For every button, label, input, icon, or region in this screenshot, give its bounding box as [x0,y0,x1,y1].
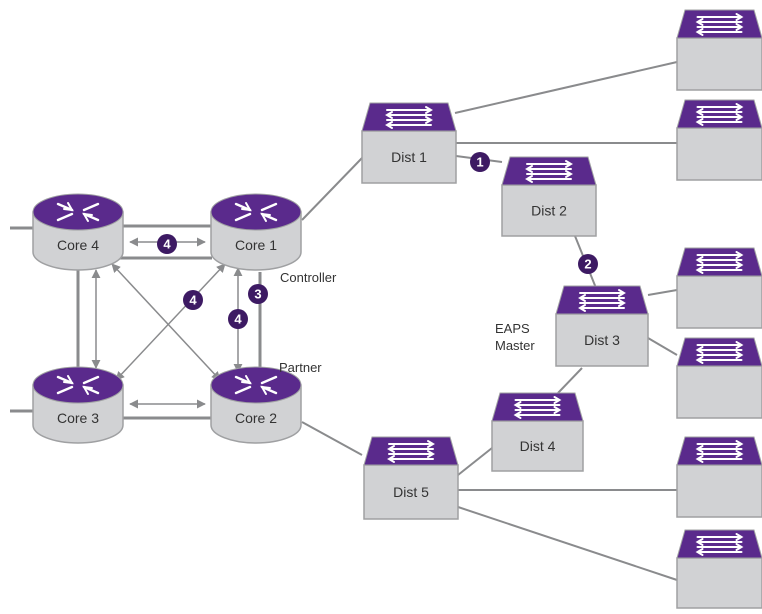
access-switch-access4[interactable] [676,337,762,419]
router-label: Core 3 [57,410,99,426]
router-icon [234,375,278,395]
router-icon [234,202,278,222]
badge-number: 4 [163,237,171,252]
badge-number: 3 [254,287,261,302]
link-core2-dist5 [301,421,363,456]
access-switch-access2[interactable] [676,99,762,181]
eaps-master-label-line1: EAPS [495,321,530,336]
routers: Core 4 Core 1 Core 3 Core 2 [32,193,302,444]
annotations: Controller Partner EAPS Master [279,270,535,375]
router-label: Core 2 [235,410,277,426]
switch-label: Dist 3 [584,332,620,348]
switch-icon [525,160,573,183]
switch-icon [695,440,744,463]
link-dist3-dist4 [557,367,583,394]
badge-b4c: 4 [228,309,248,329]
access-switch-access5[interactable] [676,436,762,518]
arrow-core1-core3 [115,263,226,381]
router-icon [56,375,100,395]
router-core2[interactable]: Core 2 [210,366,302,444]
partner-label: Partner [279,360,322,375]
switch-dist5[interactable]: Dist 5 [363,436,459,520]
arrow-core4-core2 [111,263,221,381]
switch-icon [578,289,626,312]
switch-label: Dist 2 [531,203,567,219]
badge-b3: 3 [248,284,268,304]
links [10,61,678,581]
router-label: Core 4 [57,237,99,253]
badge-b1: 1 [470,152,490,172]
switch-icon [695,341,744,364]
badge-number: 4 [189,293,197,308]
badge-number: 4 [234,312,242,327]
switch-icon [513,396,562,419]
badge-b4b: 4 [183,290,203,310]
switch-dist4[interactable]: Dist 4 [491,392,584,472]
router-label: Core 1 [235,237,277,253]
link-dist5-access6 [457,506,678,581]
switches: Dist 1 Dist 2 Dist 3 Dist 4 Dist 5 [361,102,649,520]
switch-dist2[interactable]: Dist 2 [501,156,597,237]
eaps-master-label-line2: Master [495,338,535,353]
switch-icon [695,103,744,126]
switch-dist1[interactable]: Dist 1 [361,102,457,184]
link-dist3-access4 [647,337,678,356]
access-switch-access1[interactable] [676,9,762,91]
link-core1-dist1 [301,157,363,221]
switch-icon [385,106,433,129]
flush-arrows [91,237,243,409]
switch-icon [387,440,435,463]
badge-b4a: 4 [157,234,177,254]
link-dist1-access1 [454,61,678,114]
access-switches [676,9,762,609]
switch-dist3[interactable]: Dist 3 [555,285,649,367]
router-core3[interactable]: Core 3 [32,366,124,444]
router-core4[interactable]: Core 4 [32,193,124,271]
router-core1[interactable]: Core 1 [210,193,302,271]
access-switch-access3[interactable] [676,247,762,329]
badge-b2: 2 [578,254,598,274]
badge-number: 2 [584,257,591,272]
switch-label: Dist 4 [520,438,556,454]
switch-label: Dist 1 [391,149,427,165]
router-icon [56,202,100,222]
switch-icon [695,251,744,274]
switch-label: Dist 5 [393,484,429,500]
switch-icon [695,533,744,556]
controller-label: Controller [280,270,337,285]
access-switch-access6[interactable] [676,529,762,609]
switch-icon [695,13,744,36]
link-dist4-dist5 [457,447,493,476]
badge-number: 1 [476,155,483,170]
link-dist3-access3 [647,289,678,296]
